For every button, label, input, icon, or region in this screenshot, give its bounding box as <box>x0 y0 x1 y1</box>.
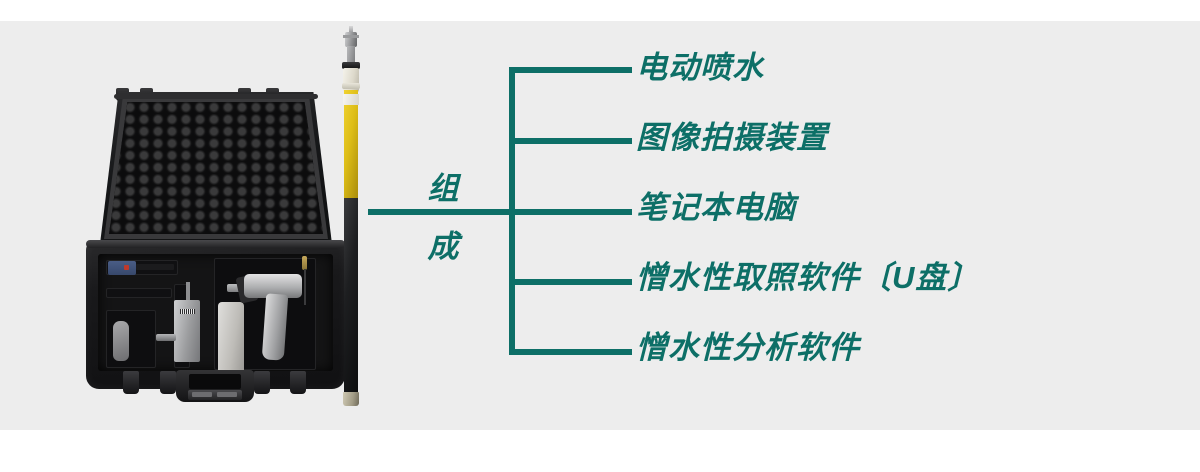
telescopic-pole-photo <box>338 26 364 408</box>
diagram-root-label-char-2: 成 <box>427 229 459 264</box>
brass-pin-accessory <box>302 256 307 270</box>
spray-bottle <box>218 302 244 374</box>
case-latch <box>123 371 139 394</box>
case-base-lip <box>86 240 345 248</box>
pole-end-ferrule <box>343 392 359 406</box>
spray-gun-grip <box>261 293 289 361</box>
diagram-root-label-char-1: 组 <box>427 171 459 206</box>
hard-carry-case-photo <box>78 88 353 403</box>
pole-black-section <box>344 198 358 394</box>
diagram-root-label: 组 成 <box>420 160 466 276</box>
blue-control-device <box>108 261 136 275</box>
pole-spec-label <box>343 94 359 105</box>
module-stem <box>156 334 176 341</box>
diagram-leaf-label-1: 图像拍摄装置 <box>636 120 828 155</box>
diagram-leaf-label-0: 电动喷水 <box>636 50 764 85</box>
case-lid-convoluted-foam <box>109 102 323 234</box>
case-lid-top-edge <box>114 94 318 99</box>
foam-cutout-slot <box>106 288 172 298</box>
spray-gun-nozzle <box>227 284 245 292</box>
module-antenna <box>186 282 190 302</box>
pole-metal-neck <box>347 46 355 64</box>
diagram-leaf-label-4: 憎水性分析软件 <box>636 330 860 365</box>
case-latch <box>160 371 176 394</box>
case-latch <box>254 371 270 394</box>
case-handle-grip <box>188 390 242 400</box>
pole-yellow-section <box>344 90 358 200</box>
diagram-leaf-label-3: 憎水性取照软件〔U盘〕 <box>636 260 980 295</box>
diagram-leaf-label-2: 笔记本电脑 <box>636 190 796 225</box>
blue-device-cable <box>136 264 174 270</box>
case-latch <box>290 371 306 394</box>
pole-head-fins <box>343 35 359 38</box>
pole-probe-tip <box>349 26 353 34</box>
pole-black-collar <box>342 62 360 69</box>
pole-white-band <box>342 83 360 89</box>
oval-accessory <box>113 321 129 361</box>
case-handle-opening <box>189 374 241 389</box>
brass-pin-cable <box>304 269 306 305</box>
module-barcode-label <box>180 309 195 314</box>
